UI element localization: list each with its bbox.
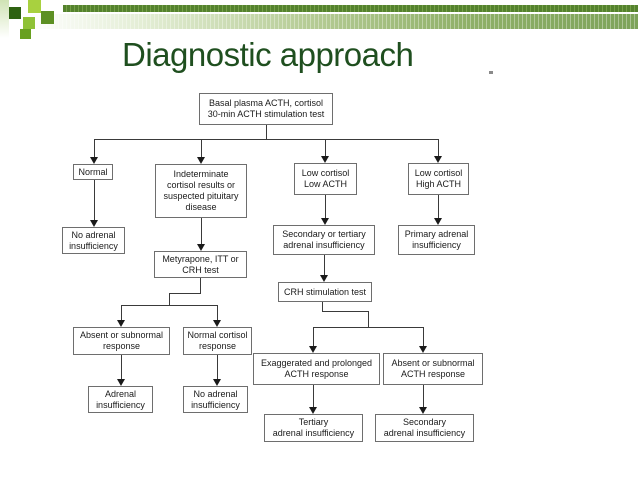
flow-connector-line	[325, 195, 326, 218]
flow-node-absent-subnormal-acth: Absent or subnormal ACTH response	[383, 353, 483, 385]
flow-node-absent-subnormal-response: Absent or subnormal response	[73, 327, 170, 355]
flow-connector-line	[121, 355, 122, 379]
flow-node-secondary-adrenal: Secondary adrenal insufficiency	[375, 414, 474, 442]
arrowhead-down-icon	[321, 218, 329, 225]
arrowhead-down-icon	[197, 244, 205, 251]
flow-connector-line	[217, 355, 218, 379]
deco-gradient-band	[30, 14, 638, 29]
flow-connector-line	[313, 327, 423, 328]
flow-connector-line	[121, 305, 218, 306]
deco-square-bright	[28, 0, 41, 13]
flow-connector-line	[200, 278, 201, 293]
deco-stripe-bar	[63, 5, 638, 12]
flow-node-normal: Normal	[73, 164, 113, 180]
flow-node-crh-stimulation-test: CRH stimulation test	[278, 282, 372, 302]
flow-connector-line	[266, 125, 267, 139]
flow-node-basal-test: Basal plasma ACTH, cortisol 30-min ACTH …	[199, 93, 333, 125]
flow-connector-line	[169, 293, 170, 305]
slide-title: Diagnostic approach	[122, 36, 414, 73]
deco-square-medium	[41, 11, 54, 24]
flow-connector-line	[121, 305, 122, 320]
flow-connector-line	[325, 139, 326, 156]
flow-node-exaggerated-prolonged-acth: Exaggerated and prolonged ACTH response	[253, 353, 380, 385]
flow-connector-line	[324, 255, 325, 275]
flow-connector-line	[217, 305, 218, 320]
flow-node-secondary-or-tertiary: Secondary or tertiary adrenal insufficie…	[273, 225, 375, 255]
flow-connector-line	[94, 139, 438, 140]
flow-node-primary-adrenal: Primary adrenal insufficiency	[398, 225, 475, 255]
arrowhead-down-icon	[419, 407, 427, 414]
flow-connector-line	[313, 327, 314, 346]
arrowhead-down-icon	[197, 157, 205, 164]
deco-square-dark	[9, 7, 21, 19]
flow-node-normal-cortisol-response: Normal cortisol response	[183, 327, 252, 355]
flow-connector-line	[322, 302, 323, 312]
deco-square-light	[23, 17, 35, 29]
flow-node-low-cortisol-low-acth: Low cortisol Low ACTH	[294, 163, 357, 195]
flow-node-adrenal-insufficiency: Adrenal insufficiency	[88, 386, 153, 413]
flow-node-indeterminate: Indeterminate cortisol results or suspec…	[155, 164, 247, 218]
arrowhead-down-icon	[117, 379, 125, 386]
flow-node-low-cortisol-high-acth: Low cortisol High ACTH	[408, 163, 469, 195]
flow-connector-line	[438, 195, 439, 218]
flow-node-tertiary-adrenal: Tertiary adrenal insufficiency	[264, 414, 363, 442]
arrowhead-down-icon	[90, 220, 98, 227]
flow-connector-line	[438, 139, 439, 156]
flow-connector-line	[423, 385, 424, 407]
arrowhead-down-icon	[213, 379, 221, 386]
arrowhead-down-icon	[419, 346, 427, 353]
arrowhead-down-icon	[213, 320, 221, 327]
flow-connector-line	[423, 327, 424, 346]
arrowhead-down-icon	[309, 346, 317, 353]
flow-node-metyrapone: Metyrapone, ITT or CRH test	[154, 251, 247, 278]
flow-connector-line	[94, 139, 95, 157]
flow-connector-line	[169, 293, 201, 294]
arrowhead-down-icon	[434, 156, 442, 163]
flow-node-no-adrenal-insufficiency-2: No adrenal insufficiency	[183, 386, 248, 413]
flow-connector-line	[201, 218, 202, 244]
arrowhead-down-icon	[90, 157, 98, 164]
arrowhead-down-icon	[117, 320, 125, 327]
arrowhead-down-icon	[320, 275, 328, 282]
flow-connector-line	[368, 311, 369, 327]
stray-dot	[489, 71, 493, 74]
deco-left-strip	[0, 0, 9, 38]
deco-square-mid-dark	[20, 29, 31, 39]
flow-connector-line	[322, 311, 369, 312]
flow-connector-line	[313, 385, 314, 407]
arrowhead-down-icon	[321, 156, 329, 163]
flow-connector-line	[94, 180, 95, 220]
flow-node-no-adrenal-insufficiency-1: No adrenal insufficiency	[62, 227, 125, 254]
arrowhead-down-icon	[309, 407, 317, 414]
arrowhead-down-icon	[434, 218, 442, 225]
flow-connector-line	[201, 139, 202, 157]
